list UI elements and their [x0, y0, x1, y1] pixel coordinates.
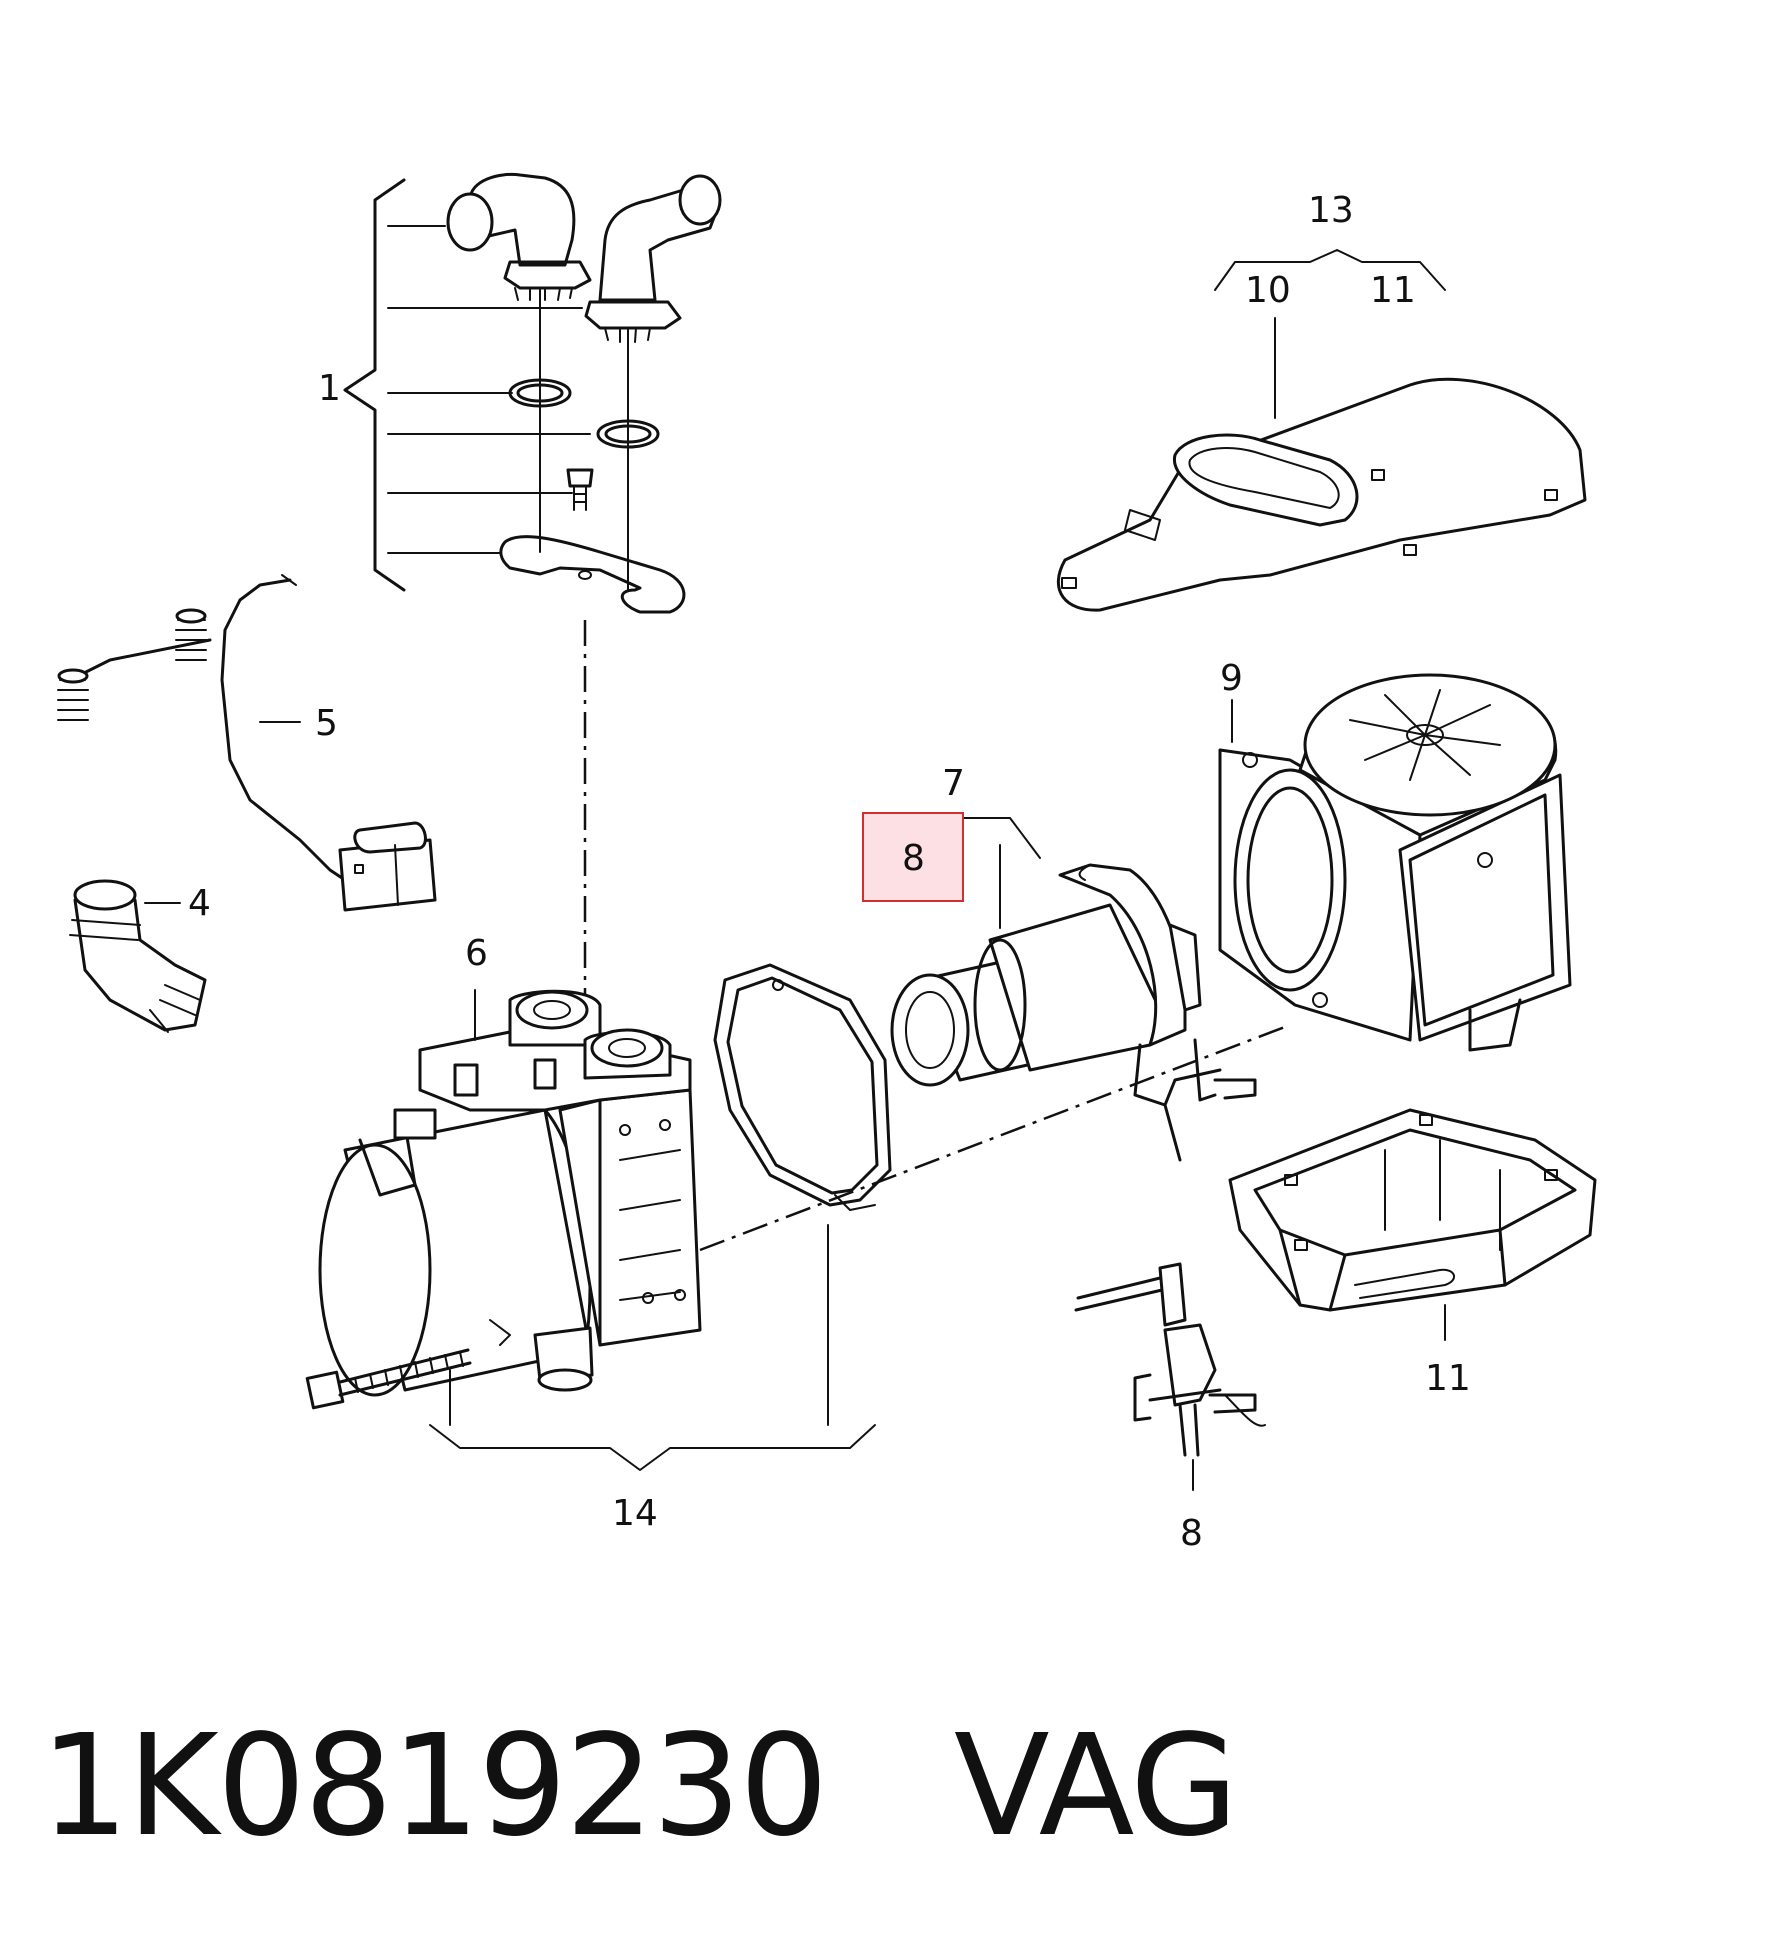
callout-11-bottom: 11 — [1425, 1358, 1471, 1399]
part-1-connector-kit — [343, 172, 722, 614]
callout-10: 10 — [1245, 270, 1291, 311]
callout-6: 6 — [465, 933, 488, 974]
callout-7: 7 — [942, 763, 965, 804]
heater-gasket — [713, 963, 892, 1211]
callout-8-highlight: 8 — [902, 838, 925, 879]
part-5-sensor-cable — [57, 574, 437, 912]
part-4-elbow-fitting — [69, 879, 207, 1033]
callout-8-bottom: 8 — [1180, 1513, 1203, 1554]
assembly-axis-horizontal — [699, 1023, 1291, 1252]
part-9-blower — [1218, 673, 1572, 1052]
part-7-burner — [890, 844, 1257, 1162]
callout-1: 1 — [318, 368, 341, 409]
callout-11-top: 11 — [1370, 270, 1416, 311]
part-11-lower-tray — [1228, 1108, 1597, 1341]
part-number: 1K0819230 — [40, 1705, 828, 1868]
callout-5: 5 — [315, 703, 338, 744]
part-10-upper-cover — [1056, 317, 1587, 612]
heater-long-bolt — [305, 1348, 472, 1410]
callout-9: 9 — [1220, 658, 1243, 699]
callout-14: 14 — [612, 1493, 658, 1534]
highlight-box — [862, 812, 964, 902]
part-6-heater-body — [318, 989, 702, 1397]
callout-4: 4 — [188, 883, 211, 924]
brand-name: VAG — [953, 1705, 1239, 1868]
highlighted-callout-8[interactable]: 8 — [862, 812, 964, 902]
callout-13: 13 — [1308, 190, 1354, 231]
part-8-fuel-fitting — [1074, 1262, 1266, 1491]
part-number-caption: 1K0819230 VAG — [40, 1705, 1239, 1868]
